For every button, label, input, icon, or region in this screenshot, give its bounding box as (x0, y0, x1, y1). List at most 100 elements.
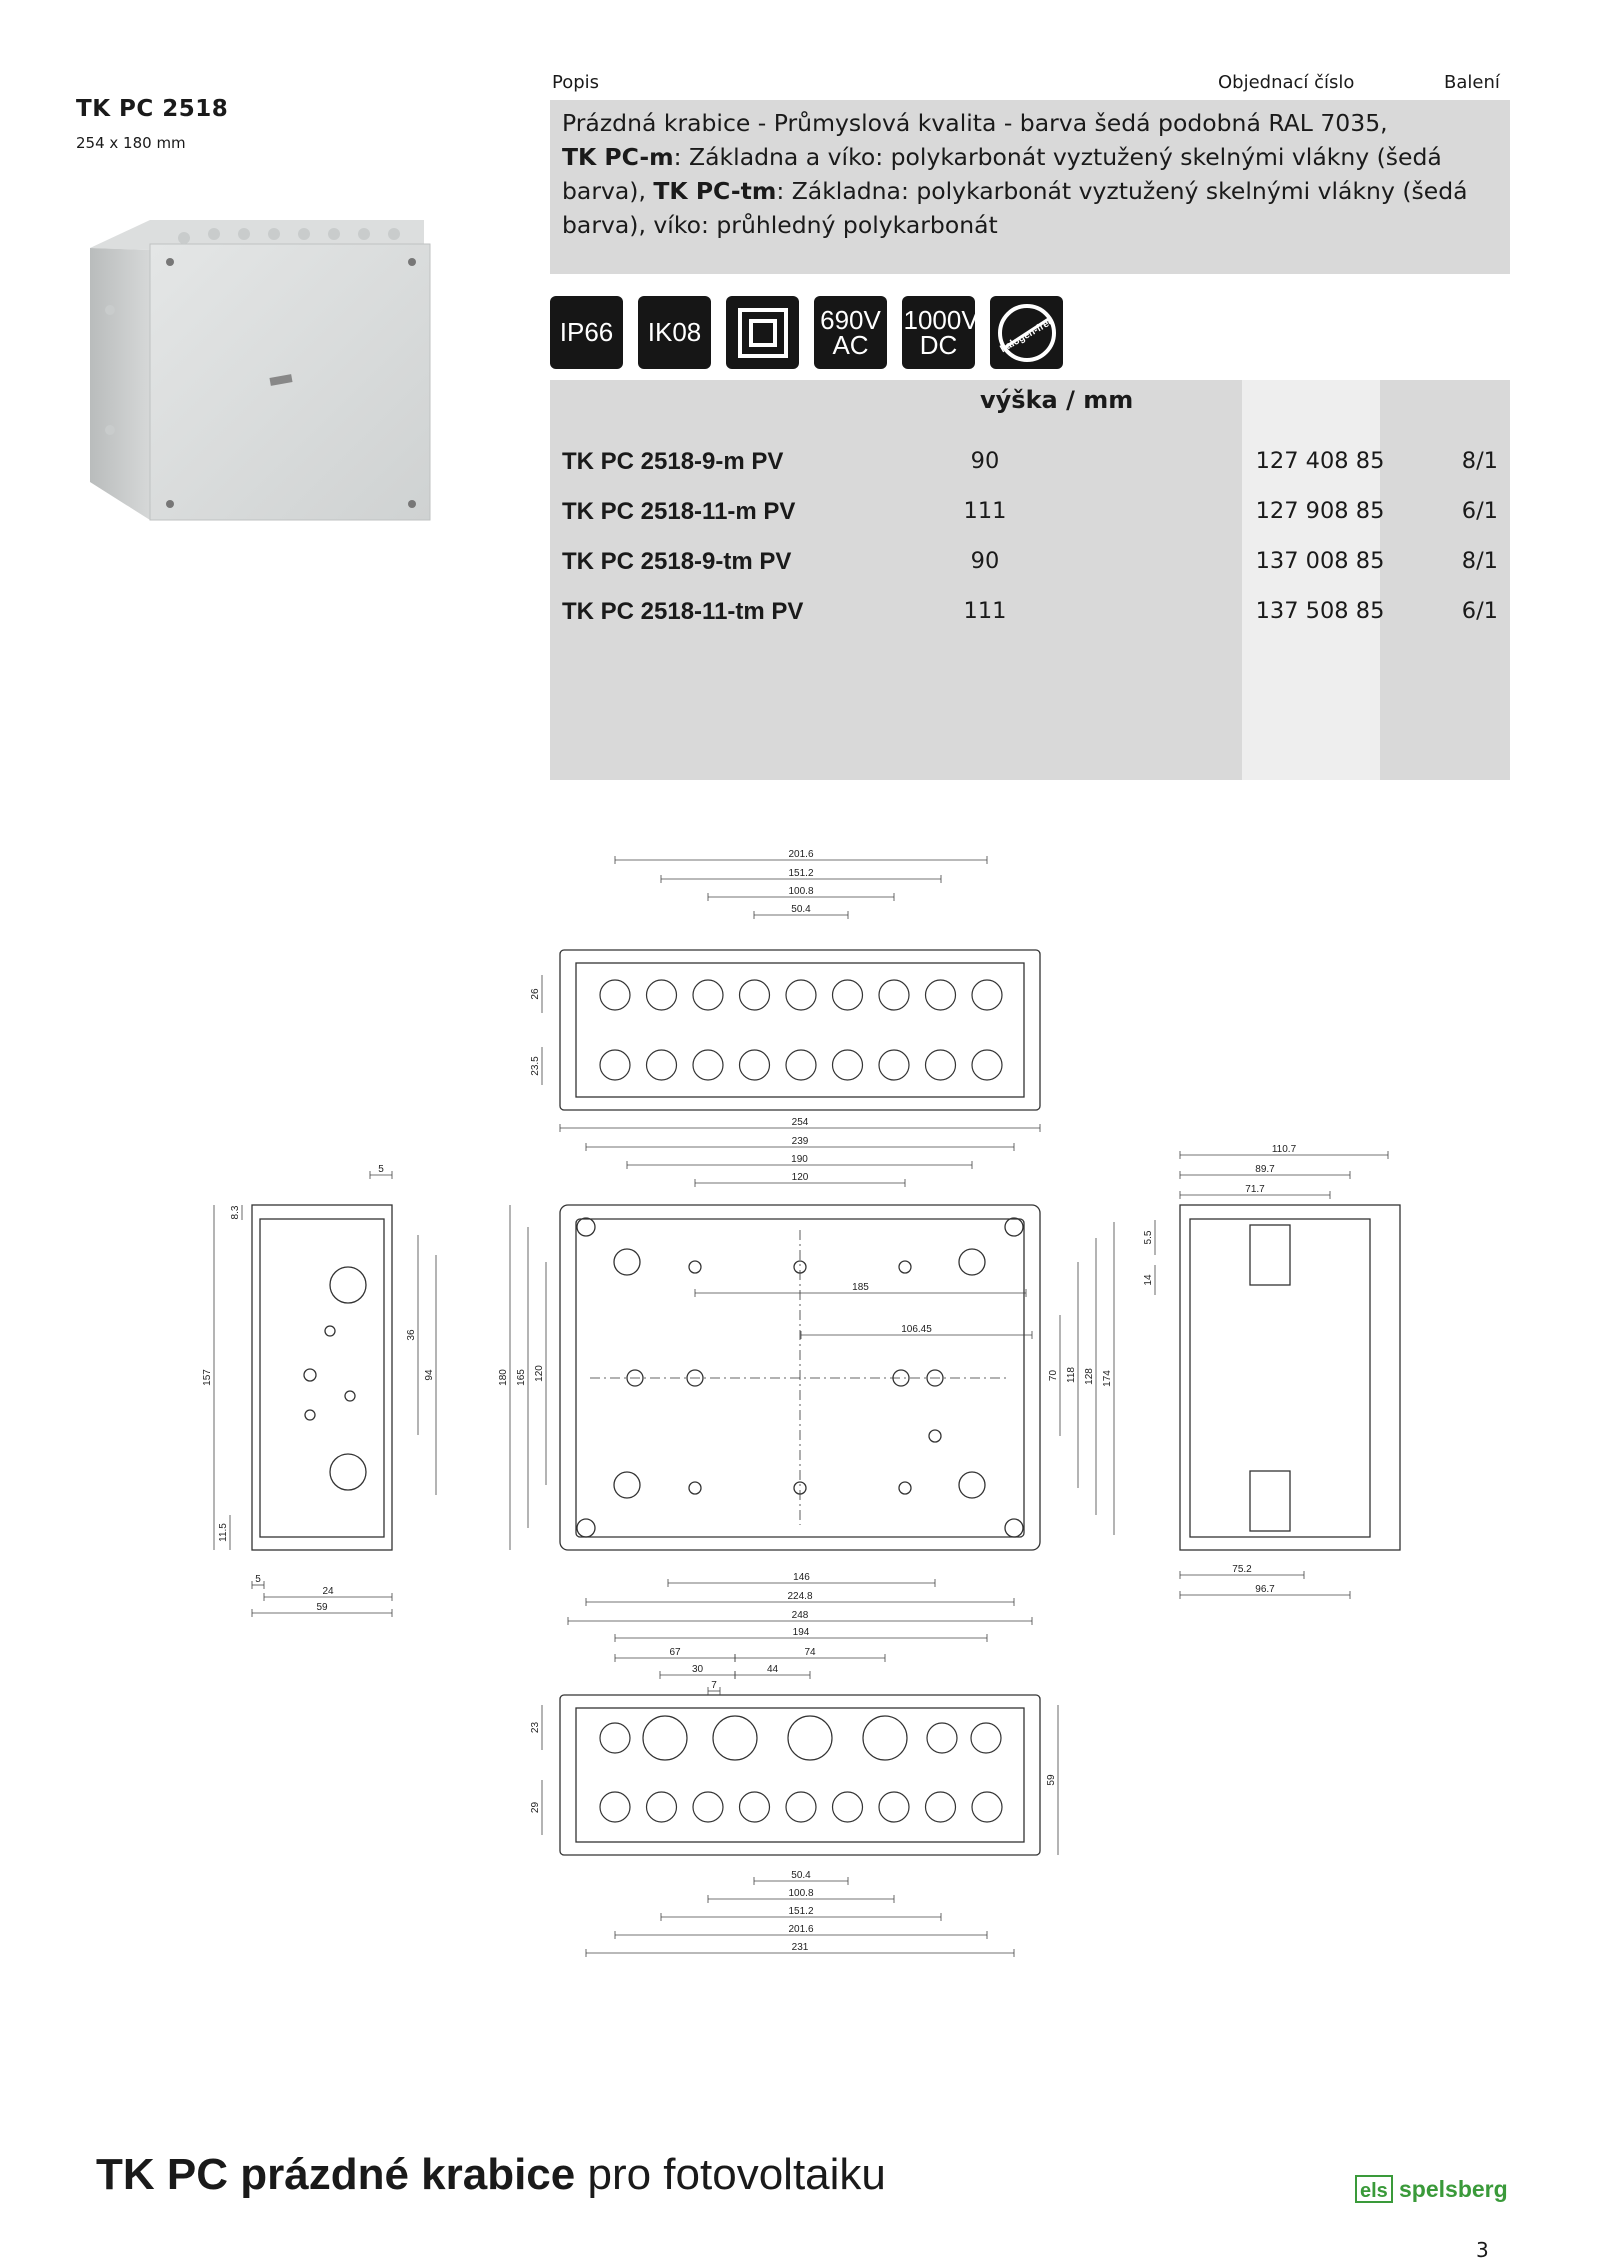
dimension-label: 29 (530, 1802, 541, 1814)
cable-entry-hole (785, 1049, 817, 1081)
dimension-label: 11.5 (218, 1523, 229, 1542)
page-title: TK PC prázdné krabice pro fotovoltaiku (96, 2150, 886, 2200)
article-height: 90 (970, 448, 1000, 474)
dimension-label: 44 (767, 1664, 779, 1675)
cable-entry-hole (645, 1049, 678, 1081)
dimension-label: 165 (516, 1369, 527, 1386)
dimension-label: 239 (792, 1136, 809, 1147)
cable-entry-hole (831, 1049, 864, 1081)
cable-entry-hole (924, 1049, 957, 1081)
dimension-label: 59 (316, 1602, 328, 1613)
dimension-label: 224.8 (787, 1591, 812, 1602)
table-row: TK PC 2518-9-tm PV 90 137 008 85 8/1 (550, 548, 1510, 598)
dimension-label: 23.5 (530, 1056, 541, 1076)
cable-entry-hole (878, 1049, 910, 1081)
product-size: 254 x 180 mm (76, 134, 186, 152)
dimension-label: 254 (792, 1117, 809, 1128)
cable-entry-hole (738, 1791, 771, 1823)
dimension-label: 74 (804, 1647, 816, 1658)
dimension-label: 190 (791, 1154, 808, 1165)
header-order-number: Objednací číslo (1218, 72, 1355, 93)
dimension-label: 231 (792, 1942, 809, 1953)
ip66-icon: IP66 (550, 296, 623, 369)
cable-entry-hole (712, 1715, 758, 1761)
article-order: 127 408 85 (1255, 448, 1385, 474)
article-name: TK PC 2518-9-m PV (562, 448, 784, 475)
cable-entry-hole (599, 979, 631, 1011)
page-title-bold: TK PC prázdné krabice (96, 2150, 576, 2199)
front-view (559, 1204, 1041, 1551)
dimension-label: 180 (498, 1369, 509, 1386)
article-name: TK PC 2518-11-tm PV (562, 598, 804, 625)
dimension-label: 100.8 (788, 886, 813, 897)
article-pack: 8/1 (1461, 548, 1498, 574)
header-packing: Balení (1444, 72, 1500, 93)
dimension-label: 30 (692, 1664, 704, 1675)
cable-entry-hole (785, 1791, 817, 1823)
dimension-label: 94 (424, 1369, 435, 1381)
dimension-label: 26 (530, 988, 541, 1000)
cable-entry-hole (738, 1049, 771, 1081)
article-pack: 8/1 (1461, 448, 1498, 474)
description-pctm-text: : Základna: polykarbonát vyztužený skeln… (562, 177, 1468, 239)
cable-entry-hole (924, 979, 957, 1011)
article-order: 127 908 85 (1255, 498, 1385, 524)
cable-entry-hole (787, 1715, 833, 1761)
height-header: výška / mm (980, 386, 1134, 414)
halogen-free-icon: halogen-free (990, 296, 1063, 369)
cable-entry-hole (878, 979, 910, 1011)
cable-entry-hole (924, 1791, 957, 1823)
cable-entry-hole (645, 979, 678, 1011)
table-row: TK PC 2518-11-tm PV 111 137 508 85 6/1 (550, 598, 1510, 648)
dimension-label: 14 (1143, 1274, 1154, 1286)
dimension-label: 120 (792, 1172, 809, 1183)
description-pcm-label: TK PC-m (562, 143, 674, 171)
dimension-label: 23 (530, 1722, 541, 1734)
dimension-label: 248 (792, 1610, 809, 1621)
cable-entry-hole (926, 1722, 958, 1754)
voltage-ac-icon: 690V AC (814, 296, 887, 369)
description-line1: Prázdná krabice - Průmyslová kvalita - b… (562, 109, 1388, 137)
dimension-label: 110.7 (1272, 1144, 1297, 1155)
description-pcm-text: : Základna a víko: polykarbonát vyztužen… (562, 143, 1442, 205)
article-order: 137 508 85 (1255, 598, 1385, 624)
dimension-label: 100.8 (788, 1888, 813, 1899)
dimension-label: 67 (669, 1647, 681, 1658)
cable-entry-hole (599, 1722, 631, 1754)
dimension-label: 8.3 (230, 1205, 241, 1219)
cable-entry-hole (692, 1049, 724, 1081)
dimension-label: 5 (255, 1574, 261, 1585)
bottom-view (559, 1694, 1041, 1856)
cable-entry-hole (738, 979, 771, 1011)
dimension-label: 185 (852, 1282, 869, 1293)
cable-entry-hole (642, 1715, 688, 1761)
table-row: TK PC 2518-11-m PV 111 127 908 85 6/1 (550, 498, 1510, 548)
dimension-label: 7 (711, 1680, 717, 1691)
description-pctm-label: TK PC-tm (653, 177, 777, 205)
cable-entry-hole (692, 979, 724, 1011)
product-photo (84, 220, 444, 534)
table-row: TK PC 2518-9-m PV 90 127 408 85 8/1 (550, 448, 1510, 498)
dimension-label: 146 (793, 1572, 810, 1583)
dimension-label: 128 (1084, 1368, 1095, 1385)
article-pack: 6/1 (1461, 498, 1498, 524)
description-box: Prázdná krabice - Průmyslová kvalita - b… (550, 100, 1510, 274)
article-name: TK PC 2518-9-tm PV (562, 548, 792, 575)
dimension-label: 201.6 (788, 849, 813, 860)
dimension-label: 201.6 (788, 1924, 813, 1935)
left-side-view (251, 1204, 393, 1551)
product-name: TK PC 2518 (76, 96, 229, 122)
voltage-dc-icon: 1000V DC (902, 296, 979, 369)
cable-entry-hole (645, 1791, 678, 1823)
article-order: 137 008 85 (1255, 548, 1385, 574)
article-pack: 6/1 (1461, 598, 1498, 624)
article-height: 111 (963, 598, 1007, 624)
order-column-bg (1242, 380, 1380, 780)
header-description: Popis (552, 72, 600, 93)
dimension-label: 118 (1066, 1367, 1077, 1383)
top-view (559, 949, 1041, 1111)
dimension-label: 70 (1048, 1370, 1059, 1382)
cable-entry-hole (785, 979, 817, 1011)
article-height: 90 (970, 548, 1000, 574)
certification-badges: IP66 IK08 690V AC 1000V DC halogen-free (550, 296, 1063, 370)
